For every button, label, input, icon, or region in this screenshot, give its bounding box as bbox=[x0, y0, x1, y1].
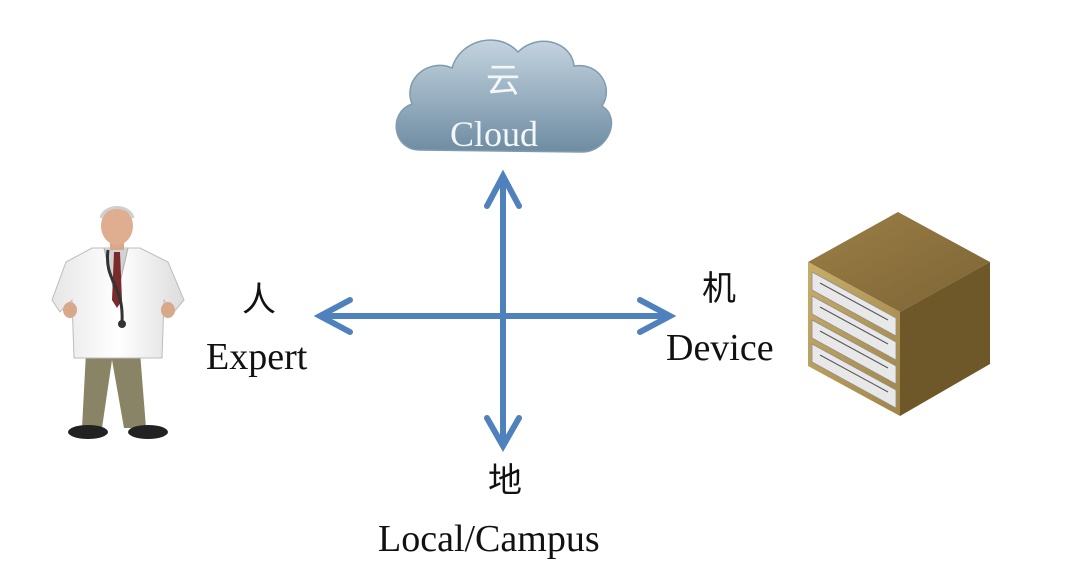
arrowhead-left bbox=[313, 297, 353, 335]
local-label-cn: 地 bbox=[488, 461, 522, 501]
expert-label-en: Expert bbox=[206, 336, 308, 378]
arrowhead-right bbox=[637, 297, 677, 335]
cloud-shape bbox=[395, 39, 613, 153]
arrow-cross bbox=[313, 169, 677, 453]
device-label-en: Device bbox=[666, 327, 774, 369]
arrowhead-up bbox=[484, 169, 522, 209]
server-icon bbox=[808, 212, 990, 416]
cloud-label-en: Cloud bbox=[450, 114, 539, 154]
local-label-en: Local/Campus bbox=[378, 518, 600, 560]
device-label-cn: 机 bbox=[702, 269, 736, 309]
arrowhead-down bbox=[484, 415, 522, 453]
cloud-label-cn: 云 bbox=[486, 61, 520, 101]
expert-figure bbox=[51, 206, 185, 439]
expert-label-cn: 人 bbox=[242, 280, 276, 320]
